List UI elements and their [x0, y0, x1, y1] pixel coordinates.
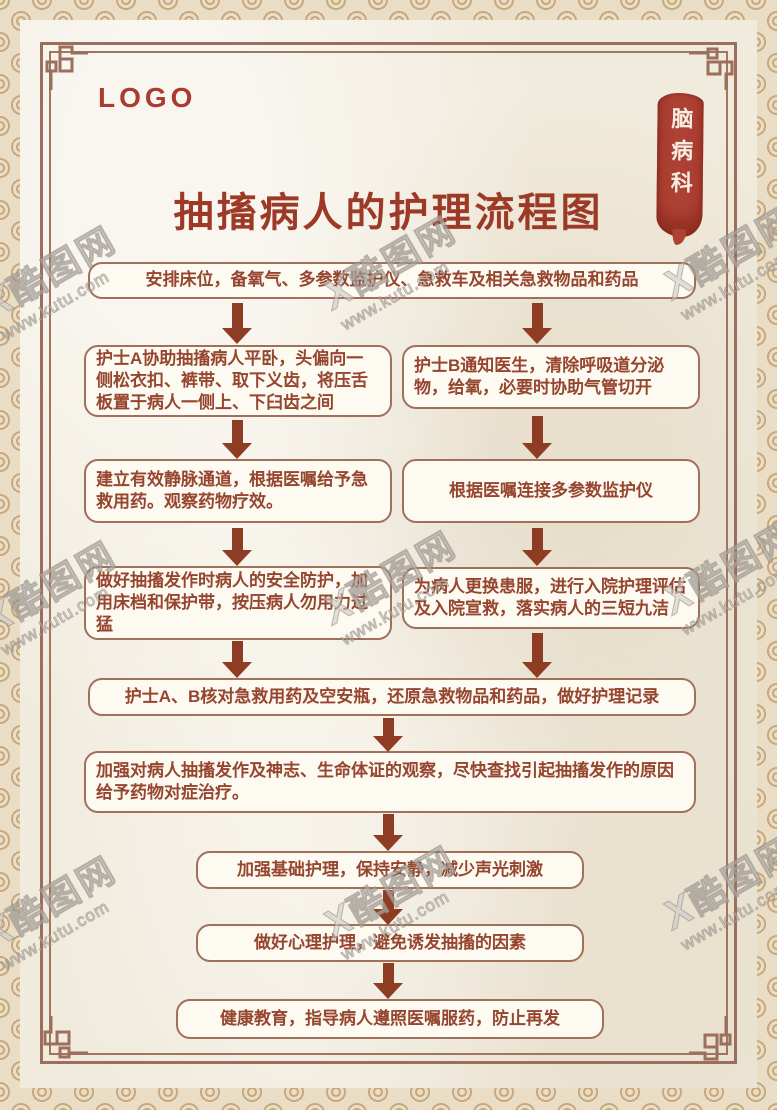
flow-step-2-left: 护士A协助抽搐病人平卧，头偏向一侧松衣扣、裤带、取下义齿，将压舌板置于病人一侧上… [84, 345, 392, 417]
kutu-logo-icon: X [0, 591, 21, 643]
arrow-down-icon [222, 528, 252, 566]
flow-step-4-right: 为病人更换患服，进行入院护理评估及入院宣救，落实病人的三短九洁 [402, 567, 700, 629]
kutu-logo-icon: X [0, 276, 21, 328]
paper-background [20, 20, 757, 1088]
arrow-down-icon [522, 303, 552, 344]
flow-step-9: 健康教育，指导病人遵照医嘱服药，防止再发 [176, 999, 604, 1039]
kutu-logo-icon: X [0, 906, 21, 958]
arrow-down-icon [522, 633, 552, 678]
arrow-down-icon [373, 718, 403, 752]
arrow-down-icon [222, 303, 252, 344]
flow-step-3-right: 根据医嘱连接多参数监护仪 [402, 459, 700, 523]
flow-step-5: 护士A、B核对急救用药及空安瓶，还原急救物品和药品，做好护理记录 [88, 678, 696, 716]
arrow-down-icon [522, 416, 552, 459]
flow-step-8: 做好心理护理，避免诱发抽搐的因素 [196, 924, 584, 962]
corner-fret-icon [689, 1016, 735, 1062]
flow-step-1: 安排床位，备氧气、多参数监护仪、急救车及相关急救物品和药品 [88, 262, 696, 299]
flow-step-4-left: 做好抽搐发作时病人的安全防护，加用床档和保护带，按压病人勿用力过猛 [84, 566, 392, 640]
flow-step-2-right: 护士B通知医生，清除呼吸道分泌物，给氧，必要时协助气管切开 [402, 345, 700, 409]
frame-inner-line [49, 51, 728, 1055]
arrow-down-icon [373, 963, 403, 999]
corner-fret-icon [689, 44, 735, 90]
arrow-down-icon [373, 890, 403, 925]
arrow-down-icon [222, 641, 252, 678]
arrow-down-icon [222, 420, 252, 459]
page-title: 抽搐病人的护理流程图 [173, 191, 604, 235]
corner-fret-icon [42, 1016, 88, 1062]
flow-step-7: 加强基础护理，保持安静，减少声光刺激 [196, 851, 584, 889]
flow-step-3-left: 建立有效静脉通道，根据医嘱给予急救用药。观察药物疗效。 [84, 459, 392, 523]
corner-fret-icon [42, 44, 88, 90]
arrow-down-icon [522, 528, 552, 566]
logo-text: LOGO [98, 82, 197, 113]
arrow-down-icon [373, 814, 403, 851]
flow-step-6: 加强对病人抽搐发作及神志、生命体证的观察，尽快查找引起抽搐发作的原因给予药物对症… [84, 751, 696, 813]
frame-outer-line [40, 42, 737, 1064]
